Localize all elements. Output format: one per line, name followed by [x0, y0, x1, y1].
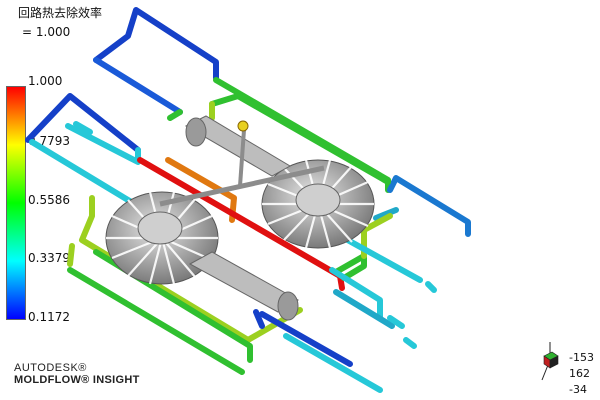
result-value: = 1.000 — [22, 25, 71, 39]
cooling-channel — [29, 139, 141, 209]
orientation-z: -34 — [569, 383, 587, 396]
cooling-channel — [403, 337, 417, 349]
orientation-x: -153 — [569, 351, 594, 364]
cooling-channel — [387, 315, 405, 329]
cooling-channel — [167, 109, 183, 121]
orientation-y: 162 — [569, 367, 590, 380]
cooling-channel — [79, 195, 303, 343]
cooling-channel — [253, 309, 265, 329]
cooling-channel — [67, 243, 75, 267]
cooling-channel — [73, 121, 93, 135]
cooling-channel — [209, 93, 391, 185]
cooling-channel — [329, 267, 383, 321]
brand-logo: AUTODESK® MOLDFLOW® INSIGHT — [14, 362, 140, 387]
company-name: AUTODESK® — [14, 362, 87, 374]
cooling-channel — [333, 253, 367, 281]
product-name: MOLDFLOW® INSIGHT — [14, 374, 140, 386]
colorbar-tick-min: 0.1172 — [28, 310, 70, 324]
orientation-triad-icon[interactable] — [536, 340, 570, 384]
cooling-channel — [93, 57, 183, 115]
cooling-channel — [341, 235, 423, 283]
cooling-channel — [93, 249, 253, 363]
cooling-channel — [373, 207, 399, 221]
cooling-channel — [67, 267, 245, 375]
cooling-channel — [25, 93, 141, 153]
cooling-channel — [259, 311, 353, 367]
cooling-channels — [25, 7, 471, 393]
cooling-channel — [283, 333, 383, 393]
colorbar — [6, 86, 26, 320]
colorbar-tick-max: 1.000 — [28, 74, 63, 88]
result-title: 回路热去除效率 — [18, 6, 103, 20]
colorbar-tick-4: 0.3379 — [28, 251, 70, 265]
cooling-channel — [387, 175, 471, 237]
cooling-channel — [93, 7, 219, 81]
molded-part — [105, 115, 375, 321]
cooling-channel — [333, 289, 395, 329]
colorbar-tick-3: 0.5586 — [28, 193, 70, 207]
cooling-channel — [425, 281, 437, 293]
